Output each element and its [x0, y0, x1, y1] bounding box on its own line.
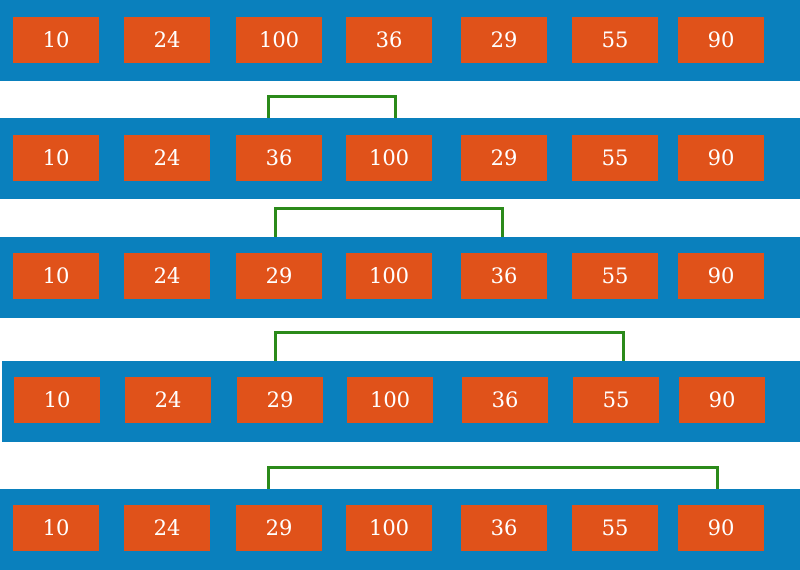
array-cell: 24: [124, 17, 210, 63]
array-cell: 24: [124, 253, 210, 299]
array-row: 10 24 29 100 36 55 90: [0, 489, 800, 570]
array-cell: 24: [124, 135, 210, 181]
array-cell: 55: [572, 17, 658, 63]
array-row: 10 24 36 100 29 55 90: [0, 118, 800, 199]
array-cell: 10: [13, 17, 99, 63]
array-cell: 10: [13, 505, 99, 551]
array-cell: 29: [236, 253, 322, 299]
array-cell: 36: [462, 377, 548, 423]
swap-bracket: [274, 207, 504, 238]
array-cell: 100: [346, 505, 432, 551]
array-cell: 36: [461, 505, 547, 551]
array-cell: 24: [125, 377, 211, 423]
array-cell: 55: [572, 135, 658, 181]
array-cell: 90: [678, 135, 764, 181]
array-cell: 55: [572, 505, 658, 551]
array-cell: 36: [236, 135, 322, 181]
array-cell: 36: [461, 253, 547, 299]
array-cell: 90: [678, 253, 764, 299]
array-row: 10 24 100 36 29 55 90: [0, 0, 800, 81]
array-cell: 100: [346, 253, 432, 299]
array-row: 10 24 29 100 36 55 90: [2, 361, 800, 442]
array-cell: 100: [346, 135, 432, 181]
array-cell: 29: [236, 505, 322, 551]
array-cell: 36: [346, 17, 432, 63]
array-cell: 100: [347, 377, 433, 423]
array-cell: 90: [678, 17, 764, 63]
array-cell: 29: [461, 17, 547, 63]
array-cell: 55: [573, 377, 659, 423]
array-cell: 10: [14, 377, 100, 423]
array-cell: 90: [679, 377, 765, 423]
swap-bracket: [267, 95, 397, 119]
swap-bracket: [274, 331, 625, 362]
swap-bracket: [267, 466, 719, 491]
array-cell: 24: [124, 505, 210, 551]
array-row: 10 24 29 100 36 55 90: [0, 237, 800, 318]
array-cell: 100: [236, 17, 322, 63]
array-cell: 55: [572, 253, 658, 299]
array-cell: 10: [13, 253, 99, 299]
array-cell: 29: [237, 377, 323, 423]
array-cell: 10: [13, 135, 99, 181]
array-cell: 29: [461, 135, 547, 181]
array-cell: 90: [678, 505, 764, 551]
